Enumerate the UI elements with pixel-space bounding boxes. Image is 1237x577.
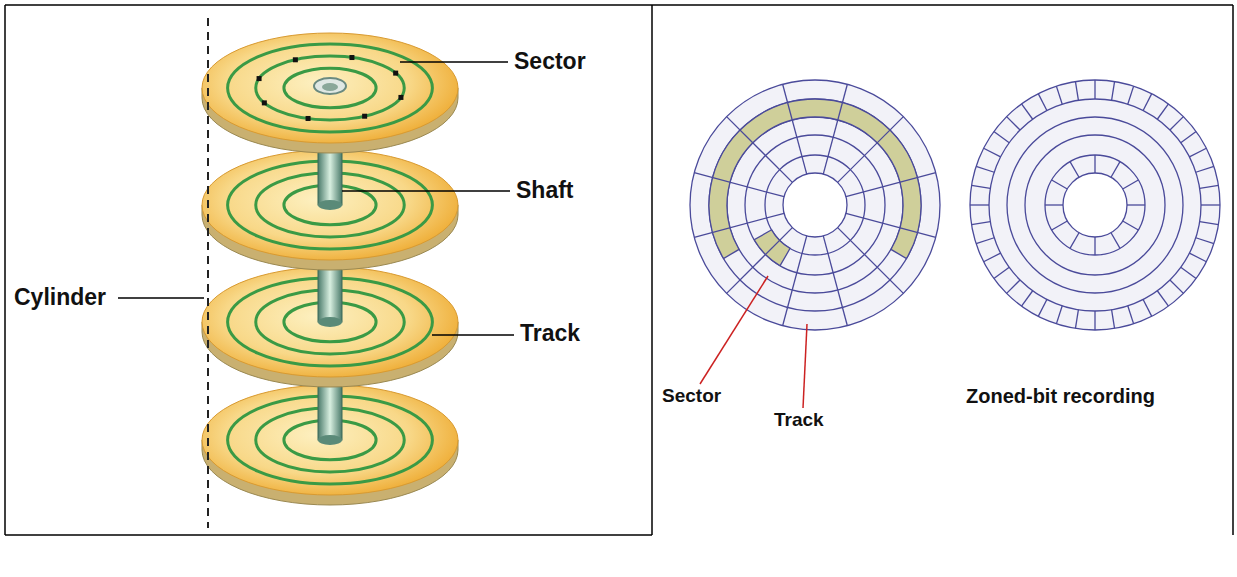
sector-track-disk bbox=[690, 80, 940, 330]
zoned-bit-disk bbox=[970, 80, 1220, 330]
cylinder-line bbox=[207, 18, 209, 528]
platter-stack bbox=[202, 33, 458, 505]
track-label: Track bbox=[520, 322, 580, 345]
sector-label: Sector bbox=[662, 386, 721, 405]
shaft-label: Shaft bbox=[516, 179, 574, 202]
zoned-bit-label: Zoned-bit recording bbox=[966, 386, 1155, 406]
cylinder-label: Cylinder bbox=[14, 286, 106, 309]
leader-lines bbox=[118, 62, 514, 335]
sector-label: Sector bbox=[514, 50, 586, 73]
track-label: Track bbox=[774, 410, 824, 429]
platter bbox=[202, 33, 458, 153]
frame bbox=[5, 5, 1233, 535]
